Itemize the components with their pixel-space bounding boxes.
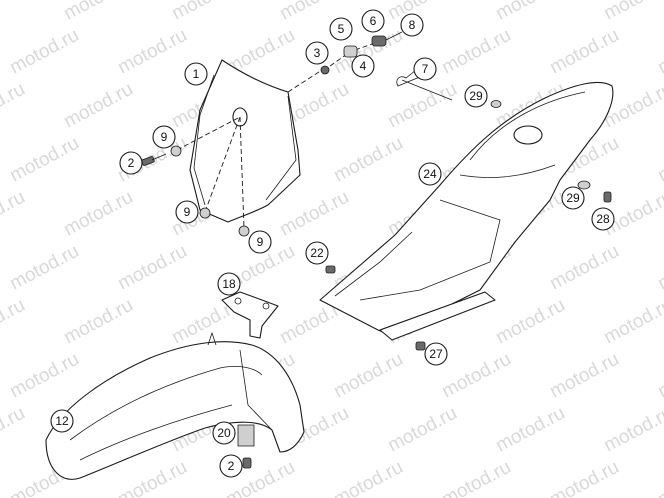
watermark-text: motod.ru [546, 349, 622, 403]
callout-29-lower: 29 [561, 186, 585, 210]
callout-29-upper: 29 [464, 84, 488, 108]
watermark-text: motod.ru [0, 79, 29, 133]
watermark-text: motod.ru [60, 187, 136, 241]
svg-text:4: 4 [360, 59, 367, 73]
callout-9-middle: 9 [175, 200, 199, 224]
callout-4: 4 [351, 54, 375, 78]
watermark-text: motod.ru [654, 457, 664, 498]
callout-12: 12 [50, 409, 74, 433]
watermark-text: motod.ru [654, 241, 664, 295]
watermark-text: motod.ru [6, 25, 82, 79]
watermark-text: motod.ru [654, 349, 664, 403]
svg-text:18: 18 [222, 277, 236, 291]
svg-text:12: 12 [55, 414, 69, 428]
watermark-text: motod.ru [546, 457, 622, 498]
watermark-text: motod.ru [492, 0, 568, 24]
rear-tail-section-part[interactable] [319, 81, 614, 341]
svg-text:5: 5 [338, 22, 345, 36]
svg-text:7: 7 [422, 62, 429, 76]
watermark-text: motod.ru [492, 295, 568, 349]
watermark-text: motod.ru [60, 0, 136, 24]
watermark-text: motod.ru [330, 457, 406, 498]
svg-text:2: 2 [128, 156, 135, 170]
watermark-text: motod.ru [168, 0, 244, 24]
callout-28: 28 [591, 207, 615, 231]
watermark-text: motod.ru [384, 403, 460, 457]
callout-18: 18 [217, 272, 241, 296]
svg-text:3: 3 [314, 46, 321, 60]
callout-7: 7 [413, 57, 437, 81]
svg-text:8: 8 [409, 18, 416, 32]
watermark-text: motod.ru [384, 79, 460, 133]
watermark-text: motod.ru [60, 79, 136, 133]
watermark-text: motod.ru [330, 133, 406, 187]
svg-text:24: 24 [423, 167, 437, 181]
svg-text:9: 9 [257, 235, 264, 249]
callout-2-upper: 2 [119, 151, 143, 175]
watermark-text: motod.ru [6, 349, 82, 403]
svg-text:29: 29 [566, 191, 580, 205]
plate-hardware [141, 31, 424, 237]
svg-text:28: 28 [596, 212, 610, 226]
callout-22: 22 [305, 241, 329, 265]
callout-27: 27 [424, 342, 448, 366]
watermark-text: motod.ru [654, 133, 664, 187]
callout-2-lower: 2 [219, 454, 243, 478]
callout-5: 5 [329, 17, 353, 41]
svg-text:20: 20 [217, 426, 231, 440]
watermark-text: motod.ru [60, 295, 136, 349]
watermark-text: motod.ru [0, 295, 29, 349]
watermark-text: motod.ru [546, 25, 622, 79]
svg-text:9: 9 [184, 205, 191, 219]
svg-text:2: 2 [228, 459, 235, 473]
svg-text:9: 9 [161, 130, 168, 144]
watermark-text: motod.ru [6, 241, 82, 295]
fender-hardware [237, 424, 255, 469]
watermark-text: motod.ru [0, 403, 29, 457]
watermark-text: motod.ru [6, 133, 82, 187]
front-fender-part[interactable] [45, 331, 305, 480]
watermark-text: motod.ru [276, 187, 352, 241]
watermark-text: motod.ru [330, 349, 406, 403]
callout-1: 1 [184, 62, 208, 86]
svg-text:29: 29 [469, 89, 483, 103]
callout-20: 20 [212, 421, 236, 445]
watermark-text: motod.ru [600, 403, 664, 457]
svg-text:22: 22 [310, 246, 324, 260]
watermark-text: motod.ru [0, 187, 29, 241]
watermark-text: motod.ru [600, 0, 664, 24]
bracket-part[interactable] [221, 291, 279, 339]
callout-6: 6 [361, 9, 385, 33]
callout-8: 8 [400, 13, 424, 37]
watermark-text: motod.ru [654, 25, 664, 79]
callout-3: 3 [305, 41, 329, 65]
watermark-text: motod.ru [438, 457, 514, 498]
watermark-text: motod.ru [114, 457, 190, 498]
svg-text:6: 6 [370, 14, 377, 28]
tail-hardware [325, 100, 612, 351]
svg-text:1: 1 [193, 67, 200, 81]
watermark-text: motod.ru [0, 0, 29, 24]
number-plate-part[interactable] [189, 59, 301, 223]
watermark-text: motod.ru [114, 241, 190, 295]
watermark-text: motod.ru [114, 25, 190, 79]
watermark-text: motod.ru [492, 403, 568, 457]
watermark-text: motod.ru [600, 295, 664, 349]
watermark-text: motod.ru [438, 349, 514, 403]
watermark-text: motod.ru [438, 25, 514, 79]
callout-9-lower: 9 [248, 230, 272, 254]
svg-text:27: 27 [429, 347, 443, 361]
watermark-text: motod.ru [546, 241, 622, 295]
callout-9-upper: 9 [152, 125, 176, 149]
callout-24: 24 [418, 162, 442, 186]
